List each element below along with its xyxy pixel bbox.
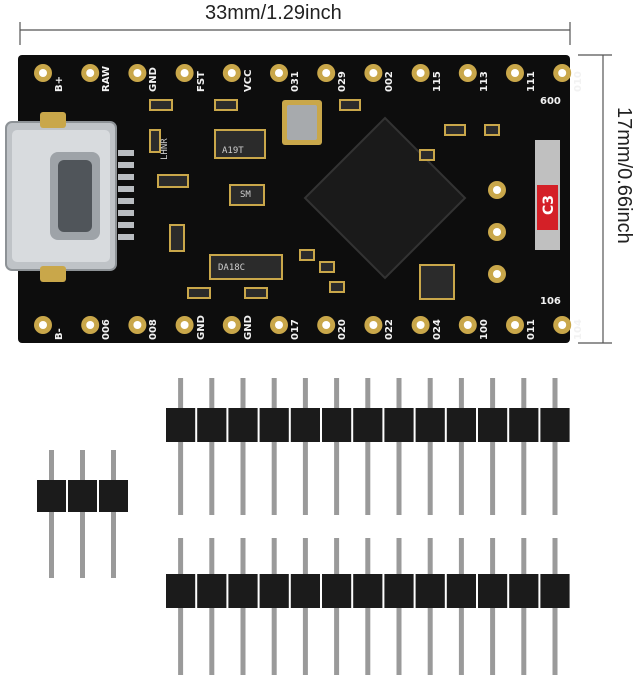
bottom-pin-label: 024 xyxy=(431,319,443,340)
header-block xyxy=(509,408,539,442)
header-block xyxy=(384,574,414,608)
header-block xyxy=(509,574,539,608)
top-pin-label: 002 xyxy=(384,71,396,92)
header-pin xyxy=(209,378,215,515)
bottom-pin-label: B- xyxy=(54,328,65,340)
header-block xyxy=(228,574,258,608)
header-block xyxy=(478,408,508,442)
header-pin xyxy=(552,378,558,515)
bottom-pin-label: GND xyxy=(242,315,254,340)
header-block xyxy=(259,408,289,442)
width-dimension-label: 33mm/1.29inch xyxy=(205,2,342,24)
header-pin xyxy=(302,378,308,515)
top-pin-label: B+ xyxy=(54,75,65,92)
pin-label-600: 600 xyxy=(540,96,561,107)
top-pin-label: RAW xyxy=(101,65,113,92)
header-pin xyxy=(396,378,402,515)
right-side-holes xyxy=(488,181,506,283)
led-label: C3 xyxy=(541,194,557,215)
bottom-pin-label: 011 xyxy=(526,319,537,340)
usb-pins xyxy=(118,150,134,240)
header-block xyxy=(540,574,570,608)
header-block xyxy=(197,408,227,442)
status-led xyxy=(535,140,560,250)
top-pin-label: GND xyxy=(148,67,160,92)
chip-label-sm: SM xyxy=(240,190,251,200)
header-block xyxy=(68,480,97,512)
header-block xyxy=(322,574,352,608)
header-block xyxy=(384,408,414,442)
header-block xyxy=(415,574,445,608)
header-block xyxy=(290,408,320,442)
top-pin-label: 031 xyxy=(290,71,301,92)
top-pin-label: 115 xyxy=(431,71,443,92)
header-block xyxy=(353,408,383,442)
header-block xyxy=(166,408,196,442)
width-dimension-line xyxy=(19,22,571,45)
header-block xyxy=(37,480,66,512)
chip-label-a19t: A19T xyxy=(222,146,244,156)
top-pin-label: VCC xyxy=(242,69,254,92)
pin-label-106: 106 xyxy=(540,296,561,307)
top-pin-label: 111 xyxy=(526,71,537,92)
header-pin xyxy=(178,378,184,515)
bottom-pin-label: 020 xyxy=(337,319,349,340)
chip-label-lhnr: LHNR xyxy=(160,138,170,160)
header-block xyxy=(197,574,227,608)
header-pin xyxy=(111,450,116,578)
header-block xyxy=(540,408,570,442)
header-pin xyxy=(80,450,85,578)
header-pin xyxy=(490,378,496,515)
header-block xyxy=(166,574,196,608)
header-pin xyxy=(458,378,464,515)
bottom-pin-label: 006 xyxy=(101,319,113,340)
top-pin-label: FST xyxy=(195,71,207,92)
bottom-pin-label: 017 xyxy=(290,319,301,340)
header-pin xyxy=(271,378,277,515)
bottom-pin-label: GND xyxy=(195,315,207,340)
header-block xyxy=(446,574,476,608)
long-pin-header-top xyxy=(166,378,570,515)
top-pin-label: 029 xyxy=(337,71,349,92)
bottom-pin-label: 008 xyxy=(148,319,160,340)
chip-label-da18c: DA18C xyxy=(218,263,246,273)
bottom-pin-pads xyxy=(34,316,572,334)
bottom-pin-label: 104 xyxy=(573,319,585,340)
header-pin xyxy=(334,378,340,515)
header-block xyxy=(478,574,508,608)
header-block xyxy=(446,408,476,442)
top-pin-label: 010 xyxy=(573,71,585,92)
top-pin-pads xyxy=(34,64,572,82)
header-block xyxy=(415,408,445,442)
header-block xyxy=(353,574,383,608)
bottom-pin-label: 100 xyxy=(478,319,490,340)
usb-c-connector xyxy=(5,112,117,282)
bottom-pin-label: 022 xyxy=(384,319,396,340)
header-pin xyxy=(365,378,371,515)
short-pin-header xyxy=(37,450,128,578)
header-block xyxy=(228,408,258,442)
smd-components xyxy=(149,99,500,300)
header-pin xyxy=(240,378,246,515)
header-block xyxy=(322,408,352,442)
header-block xyxy=(290,574,320,608)
header-pin xyxy=(427,378,433,515)
crystal-oscillator xyxy=(282,100,322,145)
header-pin xyxy=(521,378,527,515)
header-block xyxy=(99,480,128,512)
top-pin-label: 113 xyxy=(478,71,490,92)
height-dimension-line xyxy=(578,54,612,344)
header-block xyxy=(259,574,289,608)
header-pin xyxy=(49,450,54,578)
long-pin-header-bottom xyxy=(166,538,570,675)
